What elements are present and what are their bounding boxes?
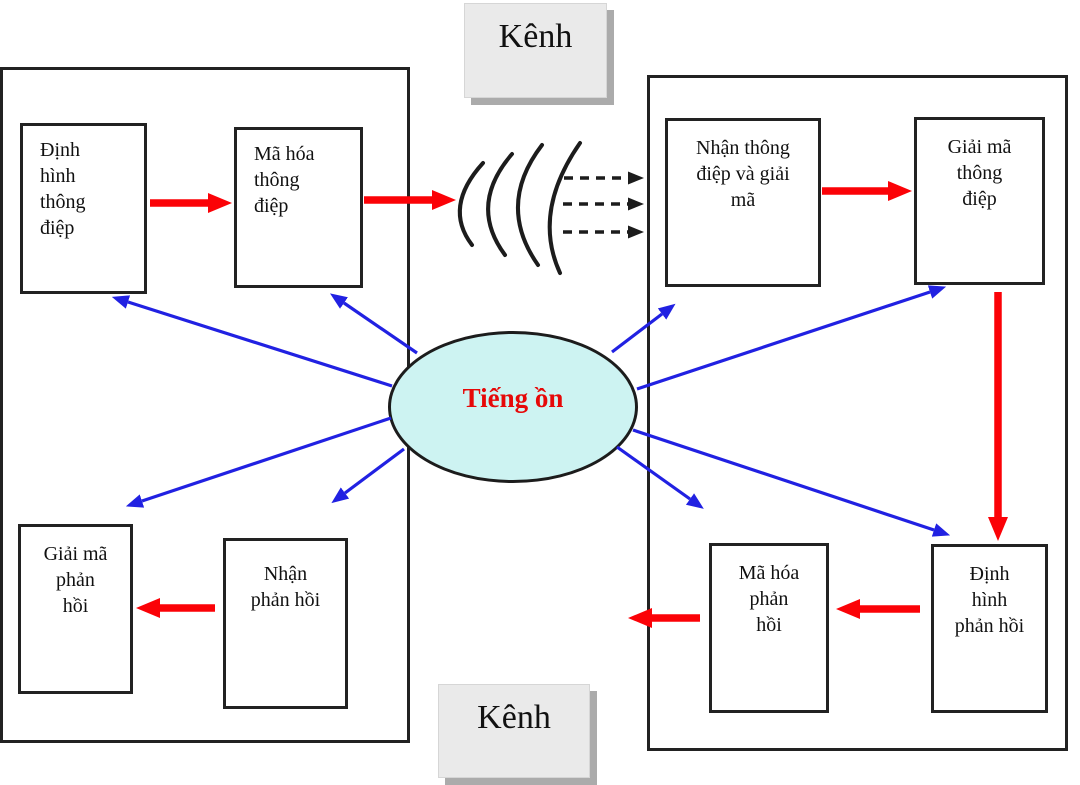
noise-ellipse: Tiếng ồn: [388, 331, 638, 483]
channel-bottom-label: Kênh: [477, 699, 551, 736]
transmission-dashed-arrows: [563, 171, 644, 239]
channel-top-box: Kênh: [464, 3, 607, 98]
box-decode-feedback: Giải mã phản hồi: [18, 524, 133, 694]
wave-arc-4: [547, 141, 582, 275]
wave-arc-3: [516, 143, 544, 267]
channel-top-label: Kênh: [498, 18, 573, 55]
wave-arc-2: [486, 152, 514, 257]
sound-wave-arcs: [457, 141, 582, 275]
box-encode-feedback: Mã hóa phản hồi: [709, 543, 829, 713]
box-shape-feedback: Định hình phản hồi: [931, 544, 1048, 713]
box-receive-feedback: Nhận phản hồi: [223, 538, 348, 709]
channel-bottom-box: Kênh: [438, 684, 590, 778]
noise-label: Tiếng ồn: [462, 382, 564, 413]
box-encode-message: Mã hóa thông điệp: [234, 127, 363, 288]
box-decode-message: Giải mã thông điệp: [914, 117, 1045, 285]
box-shape-message: Định hình thông điệp: [20, 123, 147, 294]
wave-arc-1: [457, 161, 485, 247]
box-receive-decode-message: Nhận thông điệp và giải mã: [665, 118, 821, 287]
